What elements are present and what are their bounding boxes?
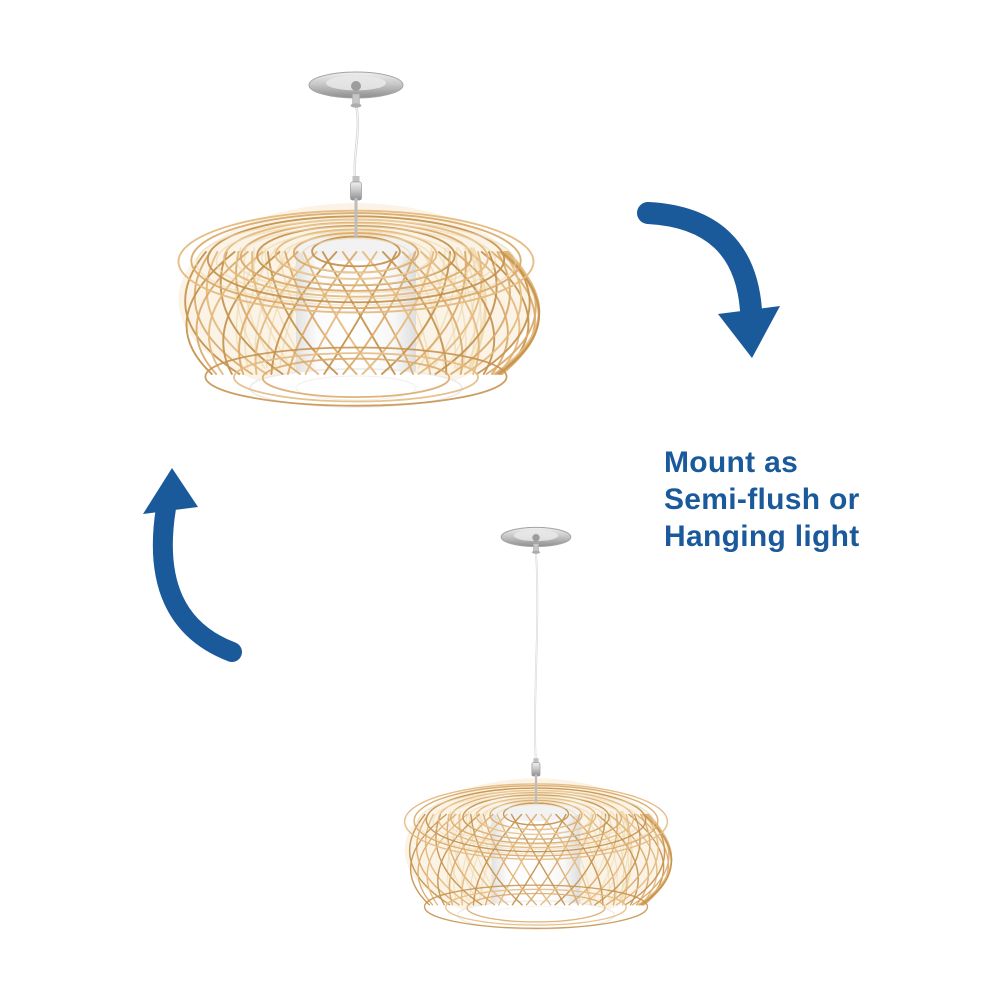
caption-line-3: Hanging light [664,520,860,553]
semi-flush-lamp-photo [177,71,541,408]
curved-arrow-down-icon [637,202,780,358]
curved-arrow-up-icon [143,468,242,662]
hanging-lamp-photo [403,526,673,930]
caption-line-2: Semi-flush or [664,483,860,516]
caption-line-1: Mount as [664,446,799,479]
caption: Mount as Semi-flush or Hanging light [664,444,914,555]
